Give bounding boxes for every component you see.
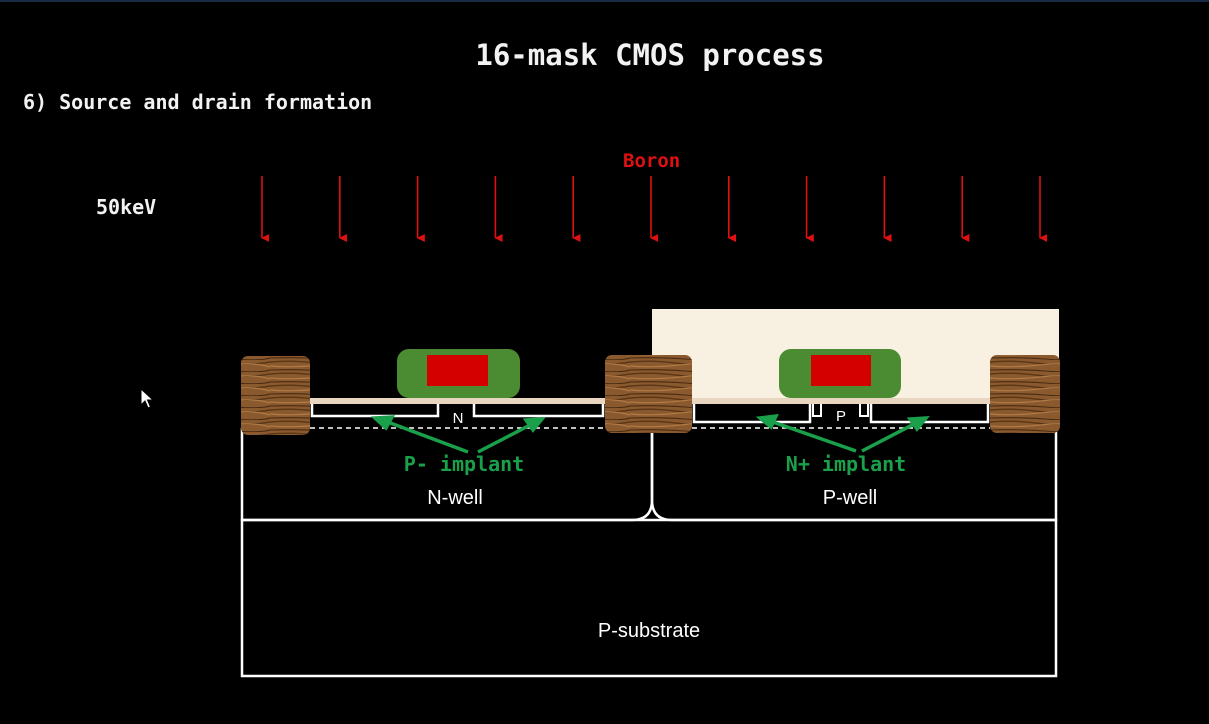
annotation-arrowhead-left-b [522,417,546,433]
p-well-region [650,428,1058,522]
gate-oxide-left [310,398,605,404]
annotation-arrow-left-a [384,419,469,454]
dopant-label: Boron [623,150,681,172]
p-well-label: P-well [823,487,877,509]
n-well-label: N-well [427,487,483,509]
nmos-channel-label: N [453,410,464,427]
step-heading: 6) Source and drain formation [23,90,373,114]
n-plus-source [692,404,812,424]
n-lightly-doped-source [812,404,822,417]
field-oxide-1 [241,356,310,435]
annotation-arrow-left-b [477,422,533,454]
window-top-bar [0,0,1209,2]
implant-energy-label: 50keV [96,195,157,219]
annotation-arrow-right-a [769,419,857,453]
p-minus-implant-label: P- implant [404,452,524,476]
mouse-pointer-icon [140,388,155,409]
annotation-arrow-right-b [861,421,917,453]
p-lightly-doped-source [310,404,440,418]
p-lightly-doped-drain [472,404,605,418]
annotation-arrowhead-right-a [755,413,779,430]
p-substrate-label: P-substrate [598,620,700,642]
implant-arrows [261,176,1048,242]
annotation-arrowhead-right-b [906,416,930,432]
p-substrate-region [240,518,1058,678]
poly-gate-right [811,355,871,386]
slide-title: 16-mask CMOS process [475,38,825,72]
n-plus-implant-label: N+ implant [786,452,906,476]
n-plus-drain [869,404,990,424]
pmos-channel-label: P [836,408,846,425]
field-oxide-3 [990,355,1060,433]
gate-oxide-right [692,398,990,404]
annotation-arrowhead-left-a [370,415,396,431]
n-lightly-doped-drain [859,404,869,417]
field-oxide-2 [605,355,692,433]
poly-gate-left [427,355,488,386]
